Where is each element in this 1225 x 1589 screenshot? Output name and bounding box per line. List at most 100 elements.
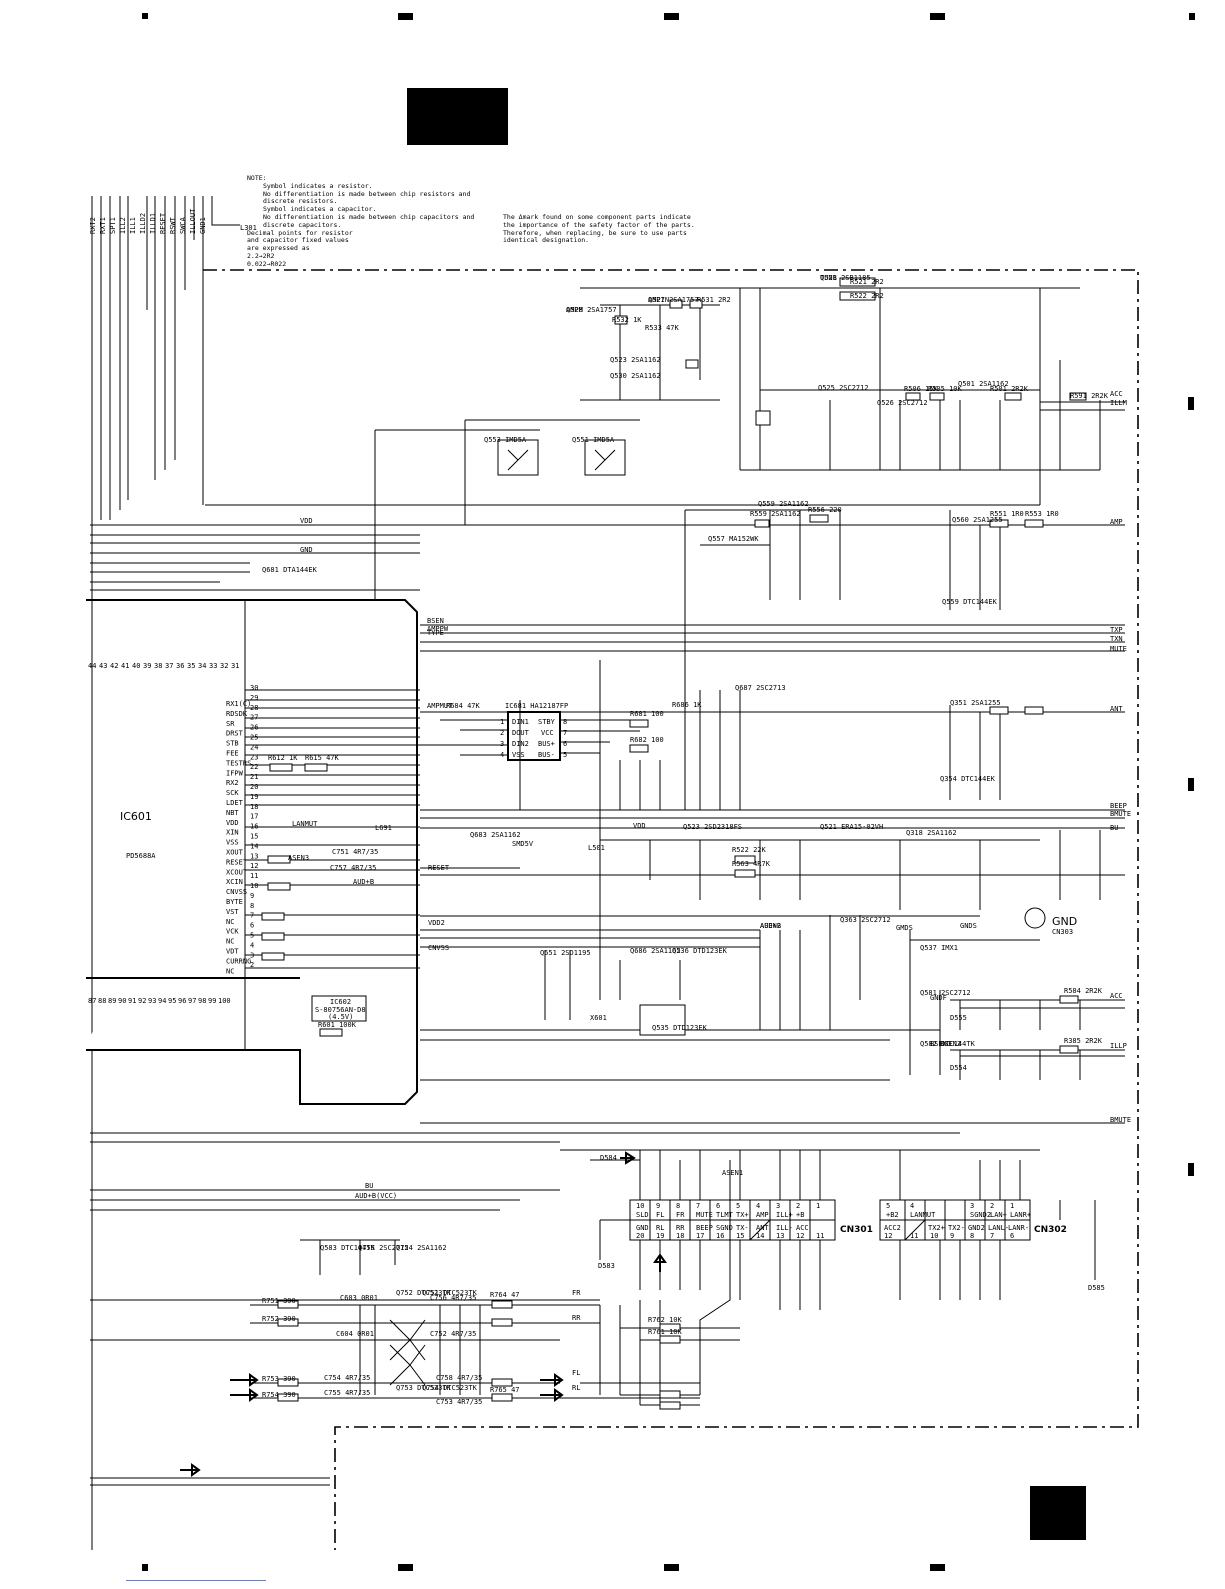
labels-misc-ref: VDD2 [428,919,445,927]
right-edge-labels: ACCILLMAMPTXPTXNMUTEANTBEEPBMUTEBUACCILL… [1110,390,1131,1124]
resistors-ref: R761 10K [648,1328,683,1336]
ic601-pin-name: NC [226,918,234,926]
transistors-ref: Q553 IMD5A [484,436,527,444]
ic681-pin-vcc: VCC [541,729,554,737]
resistors-ref: R506 15K [904,385,939,393]
ic601-pin-number: 25 [250,734,258,742]
net-label: MUTE [1110,645,1127,653]
labels-misc-ref: L691 [375,824,392,832]
cn301-pin-number: 15 [736,1232,744,1240]
ic601-pin-number: 33 [209,662,217,670]
cn301-pin-name: ILL- [776,1224,793,1232]
ic601-pin-name: FEE [226,750,239,758]
ic601-pin-number: 99 [208,997,216,1005]
ic681-pin-bus-plus: BUS+ [538,740,555,748]
transistors-ref: Q523 2SD2318FS [683,823,742,831]
resistors-ref: R584 2R2K [1064,987,1103,995]
safety-line: the importance of the safety factor of t… [503,220,695,229]
ic601-pin-number: 90 [118,997,126,1005]
labels-misc-ref: LANMUT [292,820,318,828]
resistors-ref: R612 1K [268,754,298,762]
resistors-ref: R686 1K [672,701,702,709]
capacitors-ref: C752 4R7/35 [430,1330,476,1338]
labels-misc-ref: D555 [950,1014,967,1022]
resistors-ref: R751 390 [262,1297,296,1305]
ic601-pin-name: XCIN [226,878,243,886]
safety-line: The Δmark found on some component parts … [503,213,691,221]
cn301-pin-number: 19 [656,1232,664,1240]
resistors-ref: R563 4R7K [732,860,771,868]
cn301-pin-number: 6 [716,1202,720,1210]
resistors-ref: R505 10K [928,385,963,393]
ic601-pin-number: 43 [99,662,107,670]
ic601-pin-number: 23 [250,753,258,761]
left-connector-lines [91,196,240,1550]
cn301-pin-name: FL [656,1211,664,1219]
ic601-pin-name: LDET [226,799,244,807]
labels-misc-ref: ASEN3 [288,854,309,862]
ic601-pin-name: RESET [226,858,248,866]
net-label: TXN [1110,635,1123,643]
transistors-ref: Q557 MA152WK [708,535,759,543]
cn301-pin-name: SGND [716,1224,733,1232]
ic601-pin-number: 8 [250,902,254,910]
net-label: BU [1110,824,1118,832]
ic601-pin-name: RX2 [226,779,239,787]
resistors-ref: R754 390 [262,1391,296,1399]
ic601-pin-name: CNVSS [226,888,247,896]
ic601-pin-number: 89 [108,997,116,1005]
resistors-ref: R762 10K [648,1316,683,1324]
capacitors-ref: C603 0R01 [340,1294,378,1302]
cn302-pin-name: TX2- [948,1224,965,1232]
cn301-pin-name: TX+ [736,1211,749,1219]
cn301-pin-number: 16 [716,1232,724,1240]
ic601-pin-name: VDT [226,948,239,956]
resistors-ref: R531 2R2 [697,296,731,304]
cn302-pin-number: 6 [1010,1232,1014,1240]
bus-label: AUD+B(VCC) [355,1192,397,1200]
cn302-pin-number: 4 [910,1202,914,1210]
transistors-ref: Q526 2SC2712 [877,399,928,407]
resistors-ref: R684 47K [446,702,481,710]
cn301-pin-number: 1 [816,1202,820,1210]
ic601-pin-name: XCOUT [226,868,248,876]
note-line: Decimal points for resistor [247,228,353,237]
capacitors-ref: C756 4R7/35 [430,1294,476,1302]
resistors-ref: R522 2R2 [850,292,884,300]
transistors-ref: Q354 DTC144EK [940,775,996,783]
cn302-pin-name: ACC2 [884,1224,901,1232]
bus-label: BSEN [427,617,444,625]
transistors-ref: Q521 2SB1185 [820,274,871,282]
connector-pin-label: SWCA [179,216,187,234]
note-line: 2.2→2R2 [247,251,275,260]
transistors-ref: Q581 2SC2712 [920,989,971,997]
resistors-ref: R385 2R2K [1064,1037,1103,1045]
transistors-ref: Q351 2SA1255 [950,699,1001,707]
ic601-pin-wires: IC602 S-80756AN-D8 (4.5V) [245,689,520,1037]
resistors-ref: R501 2R2K [990,385,1029,393]
document-link-underline[interactable] [126,1580,266,1581]
resistors-ref: R681 100 [630,710,664,718]
cn301-pin-name: ILL+ [776,1211,793,1219]
cn302-pin-number: 11 [910,1232,918,1240]
labels-misc-ref: L501 [588,844,605,852]
transistors-ref: Q683 2SA1162 [470,831,521,839]
note-line: Symbol indicates a resistor. [263,181,373,190]
ic601-pin-number: 100 [218,997,231,1005]
ic601-left-pin-numbers: 3029282726252423222120191817161514131211… [250,684,258,969]
connector-pin-label: RXT1 [99,217,107,234]
connector-pin-label: SPT1 [109,217,117,234]
cn301-pin-number: 2 [796,1202,800,1210]
note-line: No differentiation is made between chip … [263,189,471,198]
note-line: No differentiation is made between chip … [263,212,475,221]
connector-wires [560,1149,1096,1395]
net-label: ILLP [1110,1042,1127,1050]
ic601-pin-number: 7 [250,912,254,920]
ic681-num: 3 [500,740,504,748]
net-label: TXP [1110,626,1123,634]
labels-misc-ref: CNVSS [428,944,449,952]
note-line: Symbol indicates a capacitor. [263,205,377,214]
cn301-pin-number: 8 [676,1202,680,1210]
cn301-pin-number: 18 [676,1232,684,1240]
